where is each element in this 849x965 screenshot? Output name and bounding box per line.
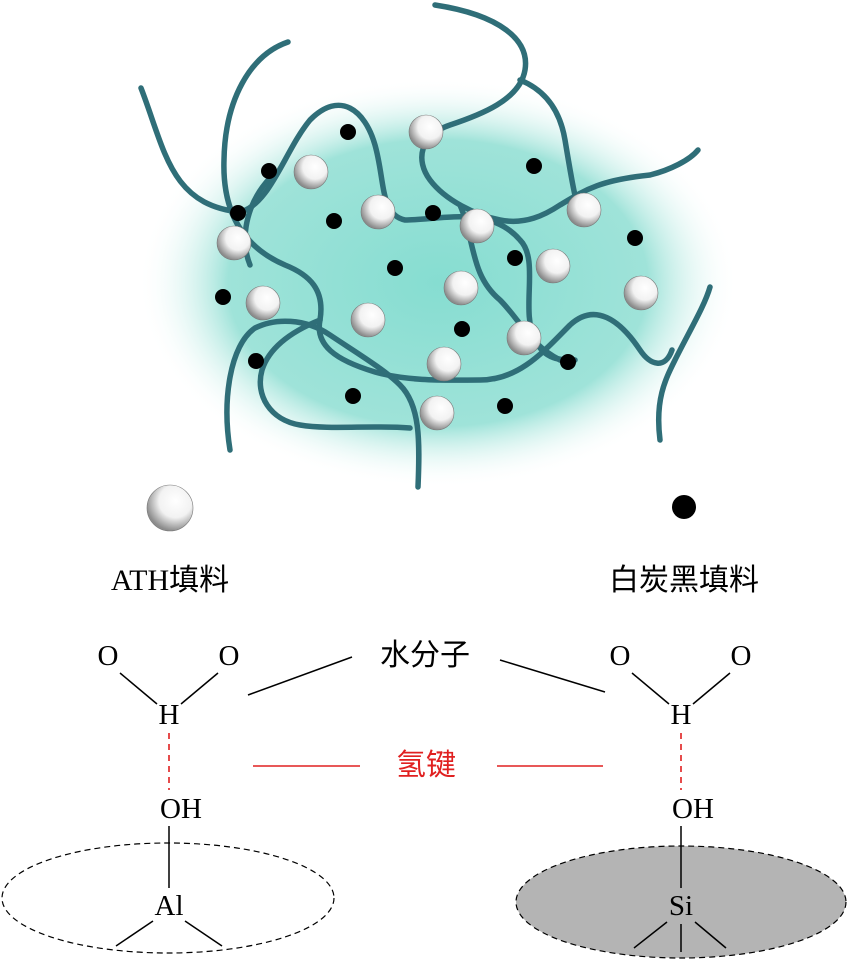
left-hydrogen: H <box>159 699 180 731</box>
polymer-chain <box>221 39 675 383</box>
ath-ball <box>566 192 602 228</box>
polymer-chain <box>419 2 701 225</box>
ath-bonding-structure: O O H OH Al <box>1 640 335 954</box>
water-pointer-right <box>499 659 606 693</box>
white-carbon-dot <box>507 250 523 266</box>
polymer-chain <box>242 175 273 268</box>
polymer-chain <box>224 318 422 490</box>
right-hydrogen: H <box>671 699 692 731</box>
right-oxygen-1: O <box>610 640 631 672</box>
polymer-chains <box>138 2 713 490</box>
left-bond-o2-h <box>180 672 219 705</box>
polymer-chain <box>257 317 413 431</box>
white-carbon-dot <box>326 213 342 229</box>
water-pointer-left <box>247 656 353 696</box>
white-carbon-dot <box>454 321 470 337</box>
ath-ball <box>459 208 495 244</box>
white-carbon-dot <box>230 205 246 221</box>
left-bond-al-1 <box>115 920 154 947</box>
right-bond-si-1 <box>633 921 668 949</box>
ath-ball <box>216 225 252 261</box>
right-bond-o1-h <box>631 672 670 705</box>
silicon-atom: Si <box>669 890 693 922</box>
ath-legend-marker <box>146 484 194 532</box>
left-bond-al-2 <box>184 920 223 947</box>
ath-ball <box>623 275 659 311</box>
polymer-chain <box>655 284 713 443</box>
ath-legend-label: ATH填料 <box>111 564 229 597</box>
ath-ball <box>245 285 281 321</box>
hydrogen-bond-label: 氢键 <box>396 748 456 783</box>
white-carbon-legend-marker <box>672 495 696 519</box>
ath-particle-surface <box>1 842 335 954</box>
white-carbon-dot <box>627 230 643 246</box>
white-carbon-dot <box>345 388 361 404</box>
right-oxygen-2: O <box>731 640 752 672</box>
white-carbon-fillers <box>215 124 643 414</box>
white-carbon-dot <box>497 398 513 414</box>
white-carbon-dot <box>387 260 403 276</box>
right-hydroxyl: OH <box>672 793 714 825</box>
ath-ball <box>443 270 479 306</box>
white-carbon-dot <box>560 354 576 370</box>
ath-ball <box>426 346 462 382</box>
ath-ball <box>408 114 444 150</box>
white-carbon-legend-label: 白炭黑填料 <box>609 563 759 598</box>
white-carbon-dot <box>215 289 231 305</box>
ath-fillers <box>216 114 659 431</box>
white-carbon-dot <box>248 353 264 369</box>
ath-ball <box>293 154 329 190</box>
left-hydroxyl: OH <box>160 793 202 825</box>
white-carbon-dot <box>425 205 441 221</box>
left-oxygen-1: O <box>98 640 119 672</box>
ath-ball <box>506 320 542 356</box>
ath-ball <box>360 194 396 230</box>
ath-ball <box>350 302 386 338</box>
white-carbon-dot <box>261 163 277 179</box>
aluminum-atom: Al <box>155 890 184 922</box>
water-molecule-label: 水分子 <box>380 638 470 673</box>
white-carbon-dot <box>340 124 356 140</box>
polymer-matrix <box>138 78 738 488</box>
right-bond-o2-h <box>692 672 731 705</box>
white-carbon-dot <box>526 158 542 174</box>
left-bond-o1-h <box>119 672 158 705</box>
ath-ball <box>535 248 571 284</box>
left-oxygen-2: O <box>219 640 240 672</box>
white-carbon-bonding-structure: O O H OH Si <box>515 640 847 959</box>
ath-ball <box>419 395 455 431</box>
right-bond-si-3 <box>694 921 727 949</box>
